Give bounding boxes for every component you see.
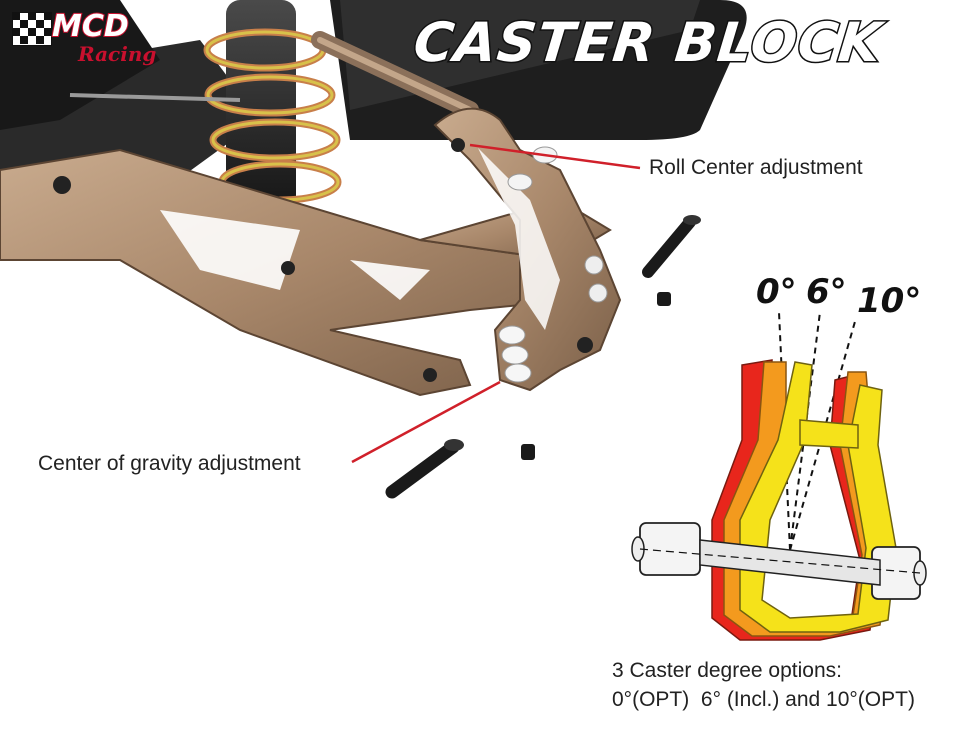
checkered-flag-icon (12, 12, 52, 46)
caster-axis-6-line (789, 311, 821, 551)
grub-screw-upper (657, 292, 671, 306)
caption-line-1: 3 Caster degree options: (612, 659, 842, 682)
roll-center-label: Roll Center adjustment (649, 156, 863, 179)
logo-brand: MCD (51, 9, 130, 44)
center-of-gravity-leader-line (351, 380, 501, 464)
center-of-gravity-label: Center of gravity adjustment (38, 452, 301, 475)
angle-0-label: 0° (756, 272, 797, 312)
mcd-racing-logo: MCD Racing (12, 10, 180, 74)
hinge-pin-lower (385, 439, 464, 499)
caption-line-2: 0°(OPT) 6° (Incl.) and 10°(OPT) (612, 688, 915, 711)
hinge-pin-diagram (699, 539, 881, 586)
page-title: CASTER BLOCK (409, 10, 886, 76)
grub-screw-lower (521, 444, 535, 460)
caster-block-photo (433, 107, 622, 392)
caster-axis-0-line (778, 311, 791, 551)
logo-racing: Racing (78, 42, 157, 66)
angle-6-label: 6° (806, 272, 847, 312)
left-bushing (639, 522, 701, 576)
angle-10-label: 10° (857, 281, 922, 321)
caster-angle-diagram (631, 311, 927, 641)
roll-center-leader-line (469, 143, 641, 170)
caster-axis-10-line (789, 317, 857, 551)
steering-link (69, 31, 479, 119)
hinge-pin-upper (642, 215, 701, 278)
caster-options-caption: 3 Caster degree options: 0°(OPT) 6° (Inc… (612, 656, 915, 714)
